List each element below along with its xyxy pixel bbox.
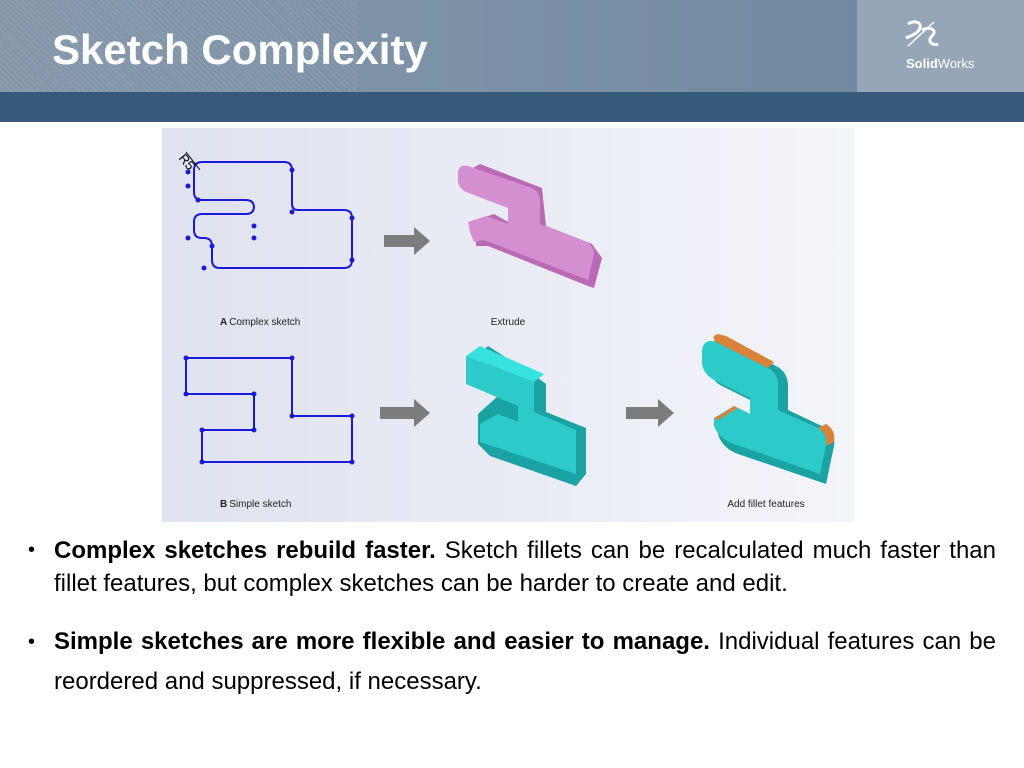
caption-extrude: Extrude bbox=[491, 317, 526, 328]
dimension-leader bbox=[185, 151, 201, 171]
bullet-item: • Simple sketches are more flexible and … bbox=[28, 622, 996, 702]
bullet-bold: Simple sketches are more flexible and ea… bbox=[54, 628, 710, 655]
ds-logo-icon bbox=[905, 20, 939, 47]
bullet-bold: Complex sketches rebuild faster. bbox=[54, 537, 436, 564]
complex-sketch-points bbox=[185, 167, 355, 271]
bullet-item: • Complex sketches rebuild faster. Sketc… bbox=[28, 534, 996, 600]
bullet-text: Individual features can be reordered and… bbox=[54, 628, 996, 695]
bullet-dot-icon: • bbox=[28, 539, 36, 561]
bullet-text: Sketch fillets can be recalculated much … bbox=[54, 537, 997, 597]
title-bar: Sketch Complexity bbox=[0, 0, 1024, 92]
logo-panel bbox=[857, 0, 1024, 92]
title-bar-pattern bbox=[0, 0, 358, 92]
bullet-list: • Complex sketches rebuild faster. Sketc… bbox=[28, 534, 996, 702]
arrow-icon bbox=[384, 227, 430, 255]
caption-fillet: Add fillet features bbox=[727, 499, 804, 510]
simple-sketch-points bbox=[183, 355, 355, 465]
filleted-part bbox=[702, 334, 835, 484]
simple-part bbox=[466, 346, 586, 486]
bullet-dot-icon: • bbox=[28, 631, 36, 653]
arrow-icon bbox=[380, 399, 430, 427]
title-underline-band bbox=[0, 92, 1024, 122]
solidworks-logo-text: SolidWorks bbox=[906, 56, 975, 71]
slide-title: Sketch Complexity bbox=[52, 26, 428, 73]
extruded-part bbox=[458, 164, 602, 288]
arrow-icon bbox=[626, 399, 674, 427]
